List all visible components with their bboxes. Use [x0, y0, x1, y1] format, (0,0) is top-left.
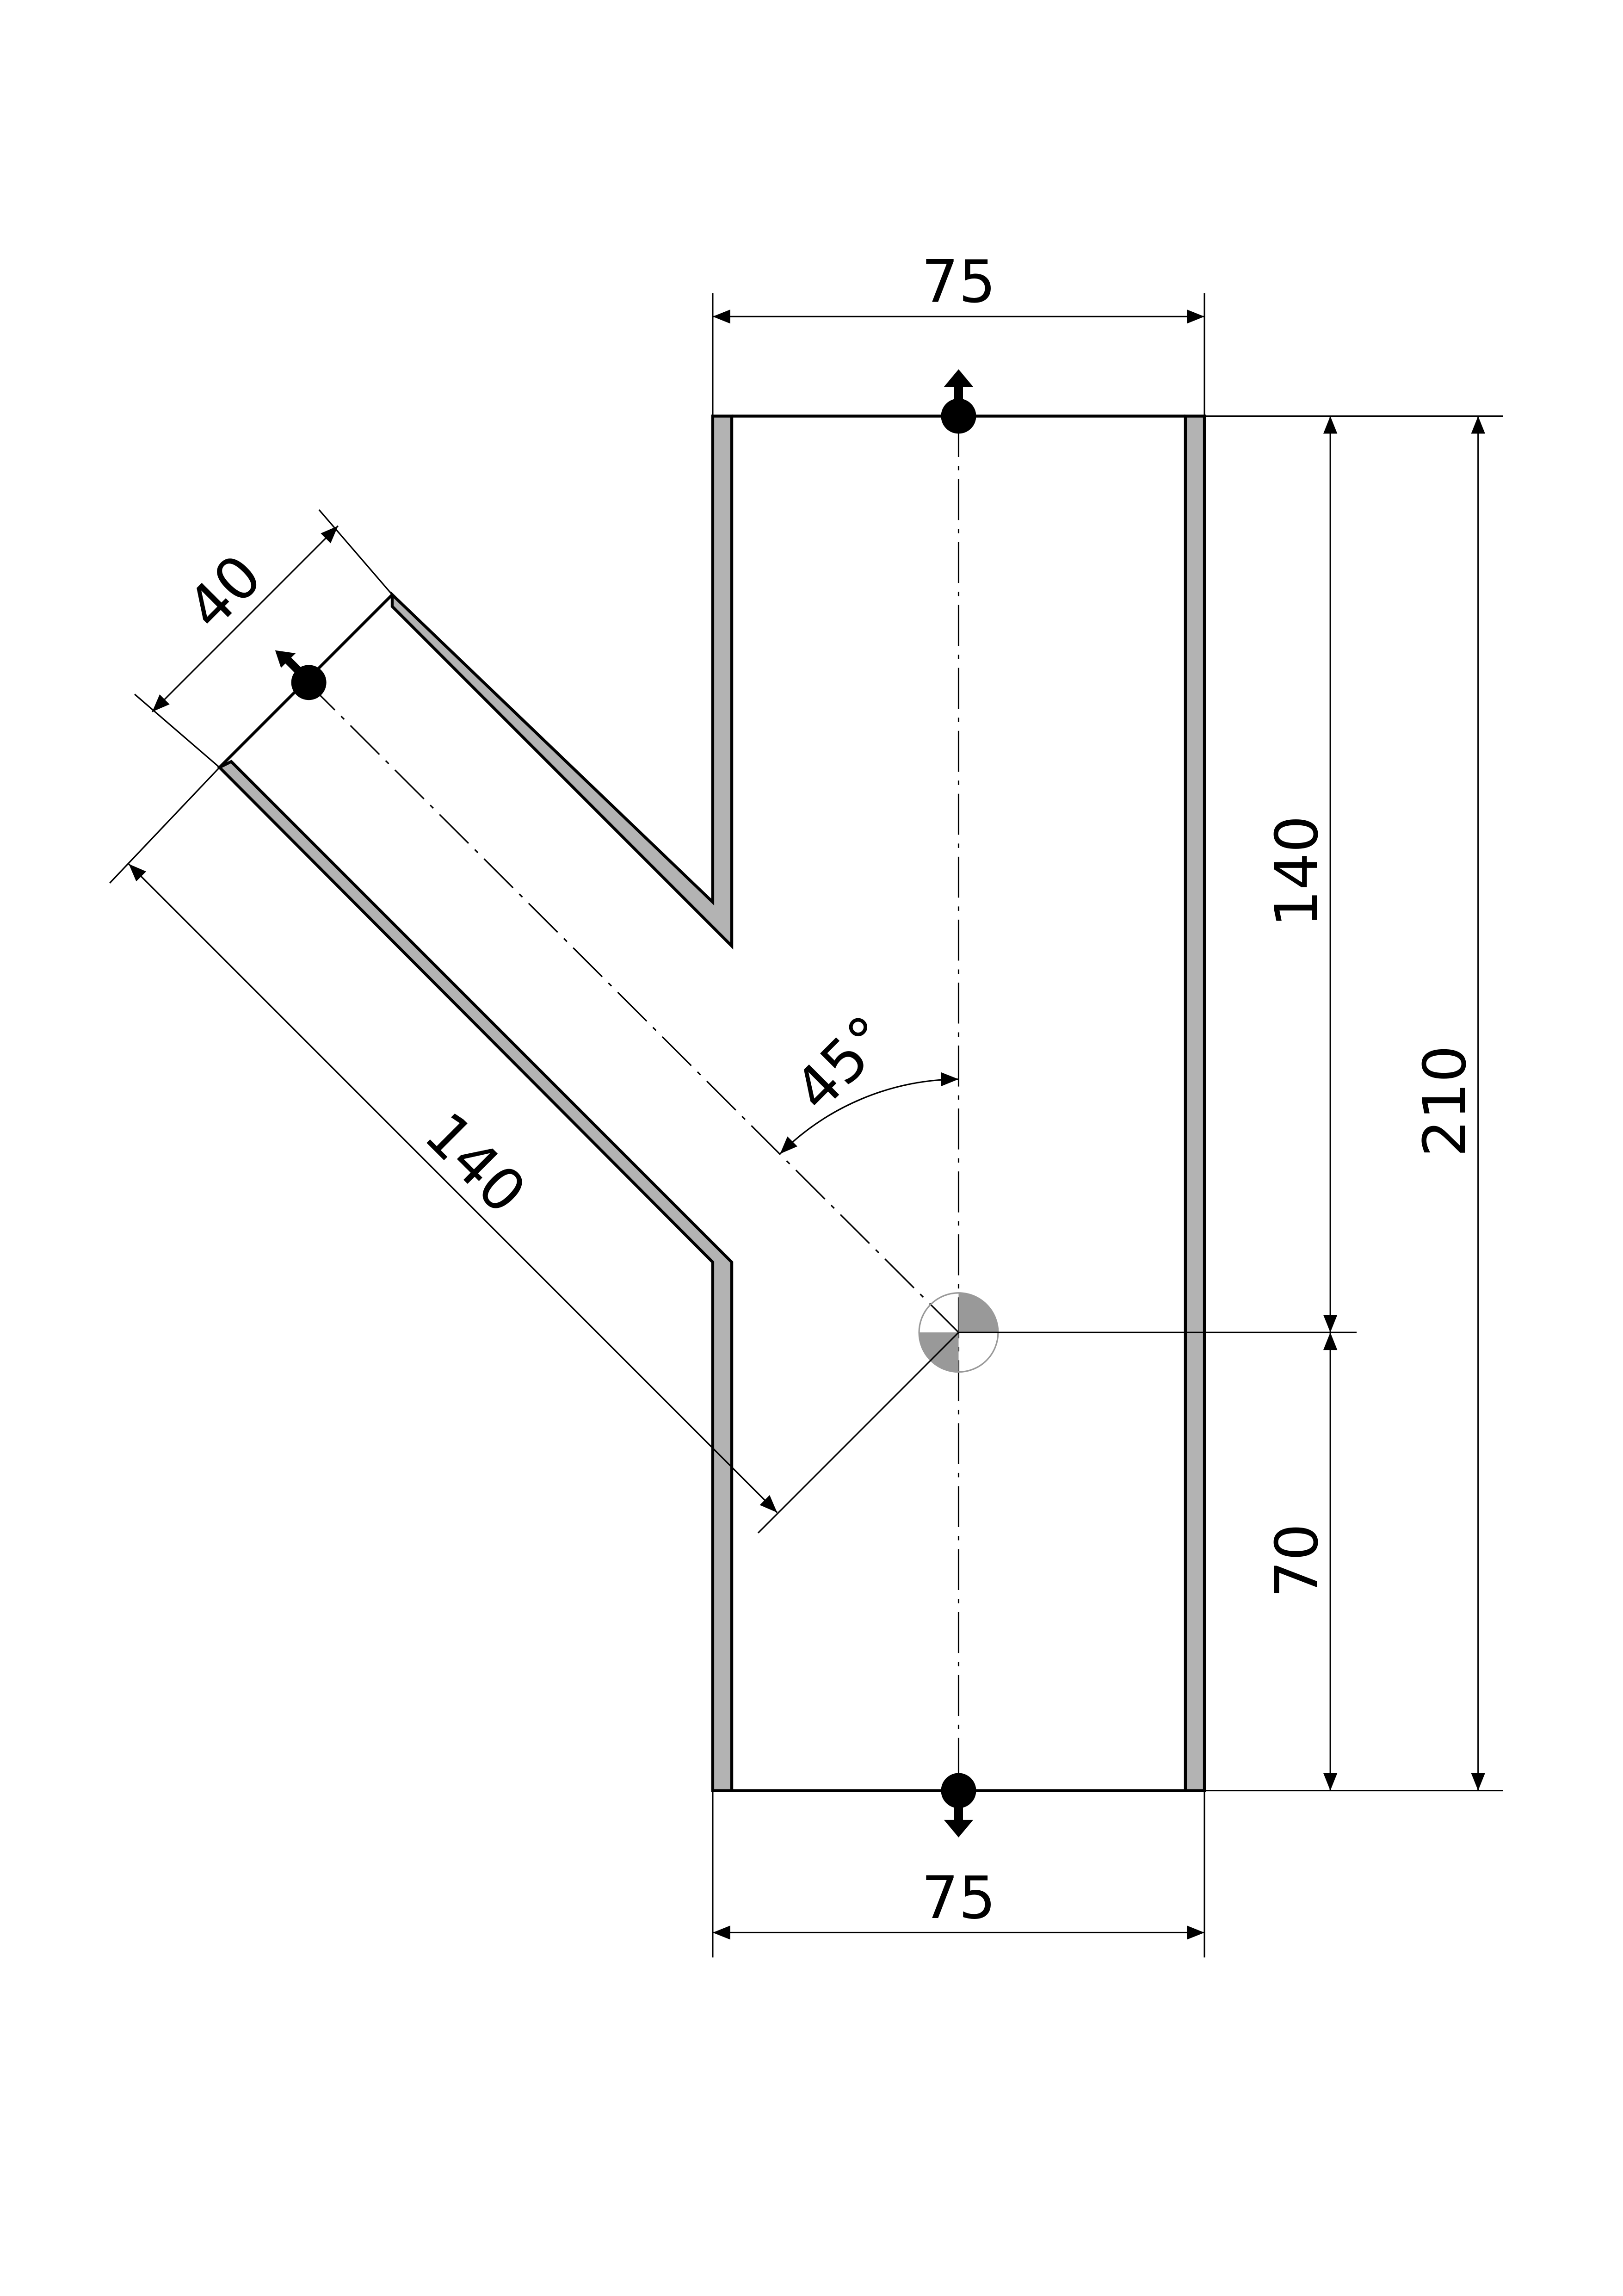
label-bottom-width: 75	[921, 1864, 996, 1932]
port-top-icon	[941, 369, 976, 434]
label-upper-length: 140	[1263, 816, 1331, 928]
label-total-length: 210	[1411, 1045, 1479, 1157]
right-wall	[1184, 415, 1206, 1792]
left-wall-lower	[217, 760, 734, 1792]
label-branch-diameter: 40	[174, 542, 275, 643]
port-markers	[275, 369, 976, 1838]
left-wall-upper	[390, 415, 734, 950]
branch-centerline	[305, 681, 959, 1333]
port-bottom-icon	[941, 1773, 976, 1838]
label-branch-angle: 45°	[781, 1003, 903, 1125]
dim-line-branch-length	[128, 863, 778, 1513]
label-branch-length: 140	[412, 1100, 539, 1227]
label-lower-length: 70	[1263, 1523, 1331, 1598]
label-top-width: 75	[921, 248, 996, 316]
dim-arc-branch-angle	[779, 1072, 959, 1155]
dim-line-branch-diameter	[151, 525, 339, 712]
port-branch-icon	[275, 650, 327, 700]
